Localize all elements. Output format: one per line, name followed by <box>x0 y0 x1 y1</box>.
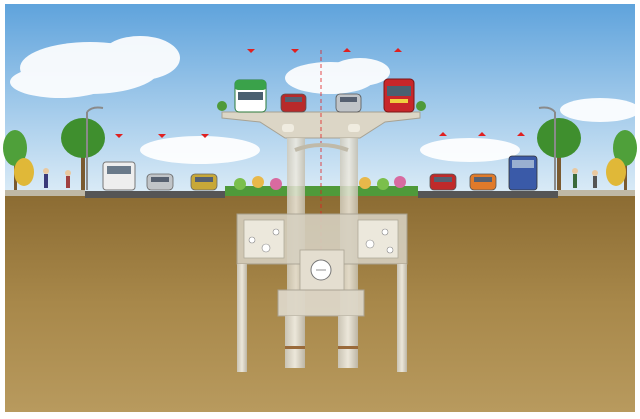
utility-tunnel <box>236 213 408 291</box>
pile-cap <box>277 289 365 317</box>
trees-left <box>3 118 105 190</box>
sky <box>5 4 635 196</box>
right-ground-road <box>418 191 558 198</box>
pedestrians-left <box>43 168 71 188</box>
deck-right-planter <box>416 101 426 111</box>
red-car-upper <box>280 93 307 113</box>
upper-deck-vehicles <box>234 78 415 113</box>
pedestrians-right <box>572 168 598 188</box>
tunnel-support-columns <box>237 264 407 372</box>
left-sidewalk <box>5 190 85 196</box>
center-median <box>225 186 418 196</box>
street-lamp-left <box>86 106 104 190</box>
right-sidewalk <box>558 190 635 196</box>
trees-right <box>537 118 637 190</box>
clouds <box>10 36 640 164</box>
deck-left-planter <box>217 101 227 111</box>
left-ground-road <box>85 191 225 198</box>
elevated-deck <box>217 101 426 139</box>
red-arrows <box>115 48 525 138</box>
street-lamp-right <box>538 106 556 190</box>
ground-vehicles-right <box>429 155 538 191</box>
median-shrubs <box>234 176 406 190</box>
ground-vehicles-left <box>102 161 218 191</box>
silver-car-upper <box>335 93 362 113</box>
main-piles <box>285 316 358 368</box>
